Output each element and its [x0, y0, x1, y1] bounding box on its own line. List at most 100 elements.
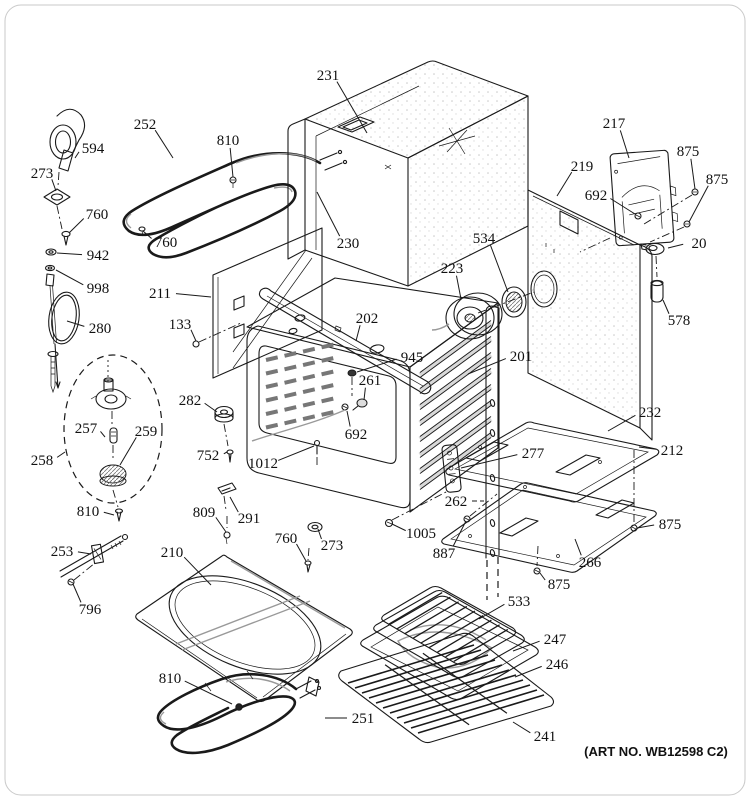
part-label: 252: [134, 117, 157, 133]
leader-line: [514, 665, 542, 678]
part-label: 273: [321, 538, 344, 554]
leader-line: [77, 551, 92, 555]
leader-line: [467, 358, 507, 375]
leader-line: [610, 198, 636, 215]
door-art: [135, 554, 353, 703]
part-label: 253: [51, 544, 74, 560]
part-label: 760: [86, 207, 109, 223]
leader-line: [183, 556, 212, 586]
blower-art: [431, 286, 535, 340]
leader-line: [512, 640, 540, 652]
leader-line: [175, 293, 212, 298]
part-label: 810: [217, 133, 240, 149]
part-label: 257: [75, 421, 98, 437]
leader-line: [512, 721, 531, 734]
part-label: 945: [401, 350, 424, 366]
part-label: 261: [359, 373, 382, 389]
part-label: 810: [77, 504, 100, 520]
leader-line: [490, 245, 509, 293]
rear-bracket-art: [579, 149, 699, 303]
leader-line: [455, 275, 462, 300]
part-label: 241: [534, 729, 557, 745]
part-label: 1012: [248, 456, 278, 472]
part-label: 578: [668, 313, 691, 329]
leader-line: [66, 320, 85, 327]
leader-line: [229, 147, 234, 178]
leader-line: [690, 158, 696, 190]
part-label: 212: [661, 443, 684, 459]
leader-line: [316, 191, 341, 237]
part-label: 223: [441, 261, 464, 277]
leader-line: [56, 252, 83, 256]
part-label: 217: [603, 116, 626, 132]
leader-line: [452, 520, 467, 547]
part-label: 133: [169, 317, 192, 333]
part-label: 875: [677, 144, 700, 160]
part-label: 262: [445, 494, 468, 510]
cover-art: [287, 60, 529, 287]
leader-line: [688, 185, 709, 223]
part-label: 875: [706, 172, 729, 188]
part-label: 760: [155, 235, 178, 251]
part-label: 20: [692, 236, 707, 252]
part-label: 796: [79, 602, 102, 618]
part-label: 230: [337, 236, 360, 252]
leader-line: [55, 269, 84, 286]
leader-line: [119, 437, 137, 466]
leader-line: [574, 538, 582, 556]
big-rack-bars: [347, 644, 545, 734]
base-assembly-art: [217, 305, 660, 600]
broil-element-art: [156, 670, 322, 755]
leader-line: [296, 543, 307, 562]
leader-line: [662, 299, 670, 314]
side-panel-art: [192, 227, 323, 379]
probe-assembly-art: [43, 108, 86, 389]
liner-interior-fins: [265, 342, 337, 430]
leader-line: [215, 517, 227, 533]
part-label: 942: [87, 248, 110, 264]
part-label: 251: [352, 711, 375, 727]
part-label: 247: [544, 632, 567, 648]
part-label: 534: [473, 231, 496, 247]
part-label: 219: [571, 159, 594, 175]
racks-art: [338, 585, 555, 744]
leader-line: [142, 230, 152, 239]
part-label: 258: [31, 453, 54, 469]
leader-line: [184, 680, 233, 705]
part-label: 266: [579, 555, 602, 571]
part-label: 291: [238, 511, 261, 527]
leader-line: [619, 130, 630, 159]
part-label: 280: [89, 321, 112, 337]
light-assembly-art: [47, 350, 163, 522]
leader-line: [478, 603, 505, 620]
leader-line: [539, 572, 546, 581]
leader-line: [638, 446, 657, 450]
part-label: 210: [161, 545, 184, 561]
leader-line: [190, 329, 197, 342]
part-label: 231: [317, 68, 340, 84]
part-label: 692: [345, 427, 368, 443]
art-number: (ART NO. WB12598 C2): [584, 744, 728, 759]
part-label: 875: [659, 517, 682, 533]
part-label: 232: [639, 405, 662, 421]
leader-line: [346, 410, 351, 427]
leader-line: [317, 528, 322, 540]
leader-line: [460, 454, 518, 469]
part-label: 201: [510, 349, 533, 365]
part-label: 202: [356, 311, 379, 327]
leader-line: [154, 129, 174, 159]
leader-line: [277, 445, 315, 461]
part-label: 692: [585, 188, 608, 204]
bake-element-art: [122, 149, 348, 259]
leader-line: [556, 171, 573, 197]
part-labels: 5942737609429982802528107602312302172198…: [31, 68, 729, 745]
part-label: 998: [87, 281, 110, 297]
oven-liner-art: [214, 277, 499, 513]
part-label: 273: [31, 166, 54, 182]
part-label: 246: [546, 657, 569, 673]
part-label: 259: [135, 424, 158, 440]
leader-line: [336, 81, 368, 134]
leader-line: [636, 524, 655, 529]
part-label: 277: [522, 446, 545, 462]
